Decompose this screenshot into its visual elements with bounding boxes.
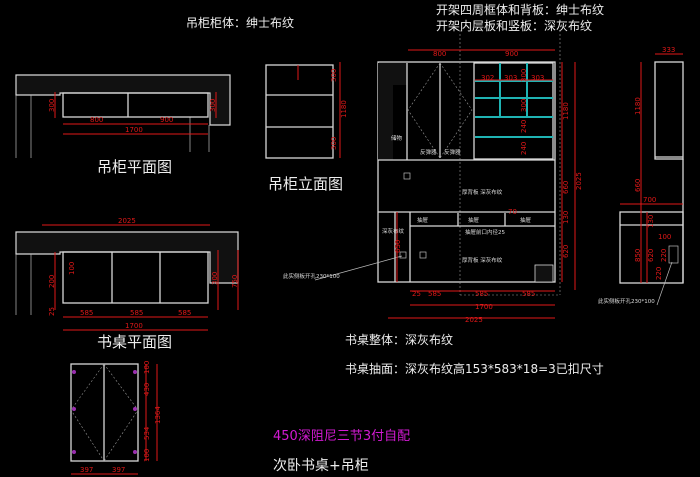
- dim-label: 534: [143, 426, 151, 440]
- dim-label: 800: [90, 116, 103, 124]
- part-label: 厚背板 深灰布纹: [462, 256, 503, 264]
- note-desk-drawer-front: 书桌抽面：深灰布纹高153*583*18=3已扣尺寸: [345, 361, 604, 376]
- side-elevation: 333 1180 660 700 130 850 620 100 220 220…: [598, 46, 684, 306]
- main-elevation: 800 900 302 303 303 300 300 240 240 1180…: [283, 30, 583, 324]
- dim-label: 660: [634, 179, 642, 192]
- hanging-cabinet-outline: [62, 92, 209, 118]
- door-detail: 397 397 100 430 534 100 1364: [70, 361, 162, 475]
- part-label: 此实侧板开孔230*100: [283, 272, 340, 280]
- dim-label: 25: [48, 307, 56, 316]
- dim-label: 620: [647, 249, 655, 262]
- dim-label: 100: [658, 233, 671, 241]
- view-title: 吊柜立面图: [268, 175, 343, 193]
- dim-label: 300: [330, 137, 338, 150]
- part-label: 厚背板 深灰布纹: [462, 188, 503, 196]
- dim-label: 100: [68, 262, 76, 275]
- part-label: 抽屉: [520, 216, 532, 224]
- dim-label: 650: [394, 240, 402, 253]
- dim-label: 585: [130, 309, 143, 317]
- part-label: 储物: [391, 134, 403, 142]
- dim-label: 300: [209, 99, 217, 112]
- part-label: 抽屉: [468, 216, 480, 224]
- dim-label: 300: [48, 99, 56, 112]
- dim-label: 900: [160, 116, 173, 124]
- dim-label: 302: [481, 74, 494, 82]
- note-desk-body: 书桌整体：深灰布纹: [345, 332, 453, 347]
- dim-label: 430: [143, 383, 151, 396]
- dim-label: 397: [112, 466, 125, 474]
- dim-label: 585: [522, 290, 535, 298]
- dim-label: 240: [520, 120, 528, 133]
- dim-label: 100: [143, 361, 151, 374]
- part-label: 深灰布纹: [382, 227, 405, 235]
- dim-label: 1180: [562, 102, 570, 120]
- dim-label: 70: [508, 208, 517, 216]
- dim-label: 130: [562, 211, 570, 224]
- dim-label: 300: [330, 69, 338, 82]
- dim-label: 220: [660, 249, 668, 262]
- dim-label: 1180: [634, 97, 642, 115]
- dim-label: 300: [520, 69, 528, 82]
- view-title: 吊柜平面图: [97, 158, 172, 176]
- part-label: 反弹器: [444, 148, 461, 156]
- hanging-cabinet-elevation: 300 1180 300 吊柜立面图: [265, 62, 348, 193]
- dim-label: 1700: [475, 303, 493, 311]
- part-label: 反弹器: [420, 148, 437, 156]
- dim-label: 2025: [465, 316, 483, 324]
- dim-label: 220: [655, 267, 663, 280]
- dim-label: 1180: [340, 100, 348, 118]
- dim-label: 300: [211, 272, 219, 285]
- dim-label: 700: [643, 196, 656, 204]
- desk-plan: 2025 585 585 585 1700 200 100 300 750 25…: [15, 217, 239, 351]
- dim-label: 1700: [125, 322, 143, 330]
- dim-label: 585: [80, 309, 93, 317]
- dim-label: 850: [634, 249, 642, 262]
- dim-label: 25: [412, 290, 421, 298]
- dim-label: 333: [662, 46, 675, 54]
- view-title: 书桌平面图: [97, 333, 172, 351]
- note-open-shelf-frame: 开架四周框体和背板：绅士布纹: [436, 3, 604, 17]
- hanging-cabinet-plan: 800 900 1700 300 300 吊柜平面图: [15, 74, 231, 176]
- dim-label: 1364: [154, 406, 162, 424]
- note-hanging-cabinet-body: 吊柜柜体：绅士布纹: [186, 16, 294, 30]
- dim-label: 2025: [575, 172, 583, 190]
- dim-label: 1700: [125, 126, 143, 134]
- dim-label: 2025: [118, 217, 136, 225]
- dim-label: 300: [520, 99, 528, 112]
- dim-label: 585: [428, 290, 441, 298]
- dim-label: 100: [143, 449, 151, 462]
- dim-label: 585: [475, 290, 488, 298]
- part-label: 此实侧板开孔230*100: [598, 297, 655, 305]
- dim-label: 303: [504, 74, 517, 82]
- dim-label: 900: [505, 50, 518, 58]
- part-label: 抽屉前口内径25: [465, 228, 505, 236]
- dim-label: 620: [562, 245, 570, 258]
- dim-label: 585: [178, 309, 191, 317]
- dim-label: 397: [80, 466, 93, 474]
- note-open-shelf-inner: 开架内层板和竖板：深灰布纹: [436, 19, 592, 33]
- dim-label: 303: [531, 74, 544, 82]
- dim-label: 800: [433, 50, 446, 58]
- note-hardware: 450深阻尼三节3付自配: [273, 429, 410, 444]
- drawing-title: 次卧书桌+吊柜: [273, 458, 369, 474]
- dim-label: 200: [48, 275, 56, 288]
- dim-label: 240: [520, 142, 528, 155]
- dim-label: 660: [562, 181, 570, 194]
- dim-label: 130: [647, 215, 655, 228]
- part-label: 抽屉: [417, 216, 429, 224]
- dim-label: 750: [231, 275, 239, 288]
